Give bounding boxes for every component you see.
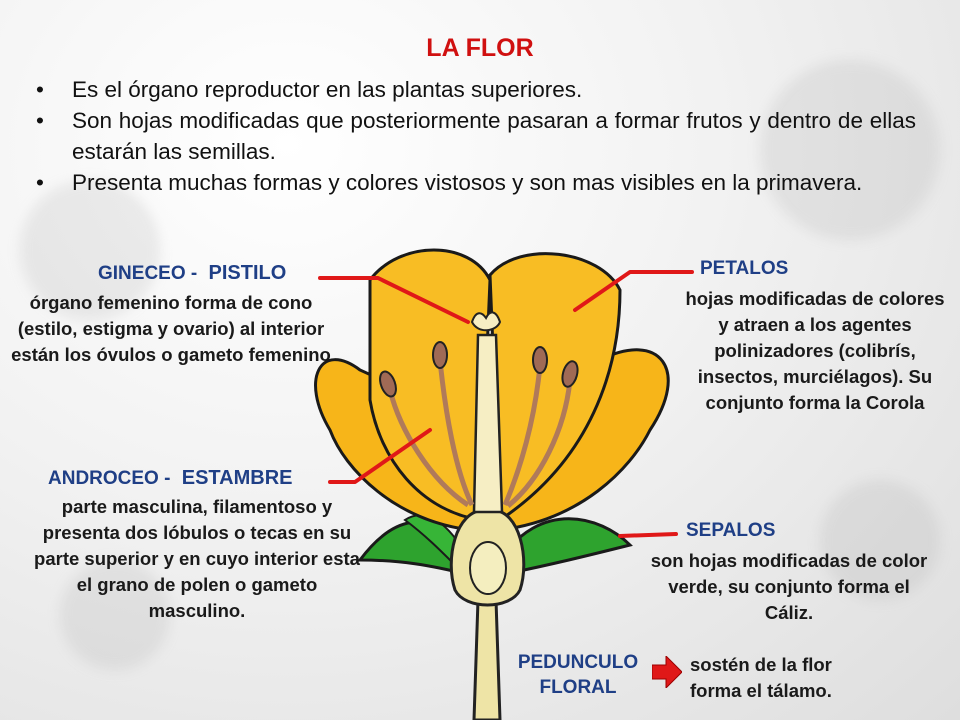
stigma: [470, 311, 502, 332]
pedunculo-label-line1: PEDUNCULO: [517, 652, 639, 673]
background-bubble: [20, 180, 160, 320]
pistilo-label: PISTILO: [208, 262, 287, 284]
stamen-anther: [532, 346, 548, 374]
androceo-heading-text: ANDROCEO -: [48, 468, 171, 489]
bullet-list: Es el órgano reproductor en las plantas …: [30, 74, 916, 198]
pointer-line-sepalos: [618, 532, 678, 538]
stamen-anther: [379, 370, 397, 398]
androceo-heading: ANDROCEO - ESTAMBRE: [48, 467, 292, 490]
bullet-item: Presenta muchas formas y colores vistoso…: [30, 167, 916, 198]
gineceo-description: órgano femenino forma de cono (estilo, e…: [11, 292, 331, 365]
background-bubble: [60, 560, 170, 670]
sepalos-label: SEPALOS: [686, 520, 776, 541]
bullet-item: Son hojas modificadas que posteriormente…: [30, 105, 916, 167]
petalos-label: PETALOS: [700, 258, 789, 279]
pointer-line-petalos: [573, 270, 694, 312]
slide-title: LA FLOR: [426, 34, 534, 62]
stamen-anther: [432, 341, 448, 369]
sepalos-description: son hojas modificadas de color verde, su…: [650, 550, 928, 623]
peduncle-stem: [472, 598, 502, 720]
pedunculo-description: sostén de la flor forma el tálamo.: [690, 654, 832, 701]
stamen-filament: [387, 389, 470, 508]
estambre-label: ESTAMBRE: [181, 467, 293, 489]
pedunculo-label: PEDUNCULO FLORAL: [510, 650, 646, 700]
bullet-item: Es el órgano reproductor en las plantas …: [30, 74, 916, 105]
stamen-filament: [437, 359, 475, 507]
pointer-line-estambre: [328, 428, 432, 484]
gineceo-heading: GINECEO - PISTILO: [98, 262, 286, 285]
pedunculo-label-line2: FLORAL: [539, 677, 617, 698]
background-bubble: [820, 480, 940, 600]
stamen-filament: [502, 364, 543, 506]
gineceo-heading-text: GINECEO -: [98, 263, 198, 284]
petalos-description: hojas modificadas de colores y atraen a …: [685, 288, 945, 413]
sepal-right: [498, 517, 633, 577]
androceo-description: parte masculina, filamentoso y presenta …: [34, 496, 360, 621]
ovule-chamber: [469, 541, 507, 595]
right-arrow-icon: [652, 656, 682, 688]
stamen-filament: [506, 379, 573, 508]
stamen-anther: [561, 360, 579, 388]
pointer-line-pistilo: [318, 276, 470, 324]
pistil-style: [472, 333, 504, 514]
